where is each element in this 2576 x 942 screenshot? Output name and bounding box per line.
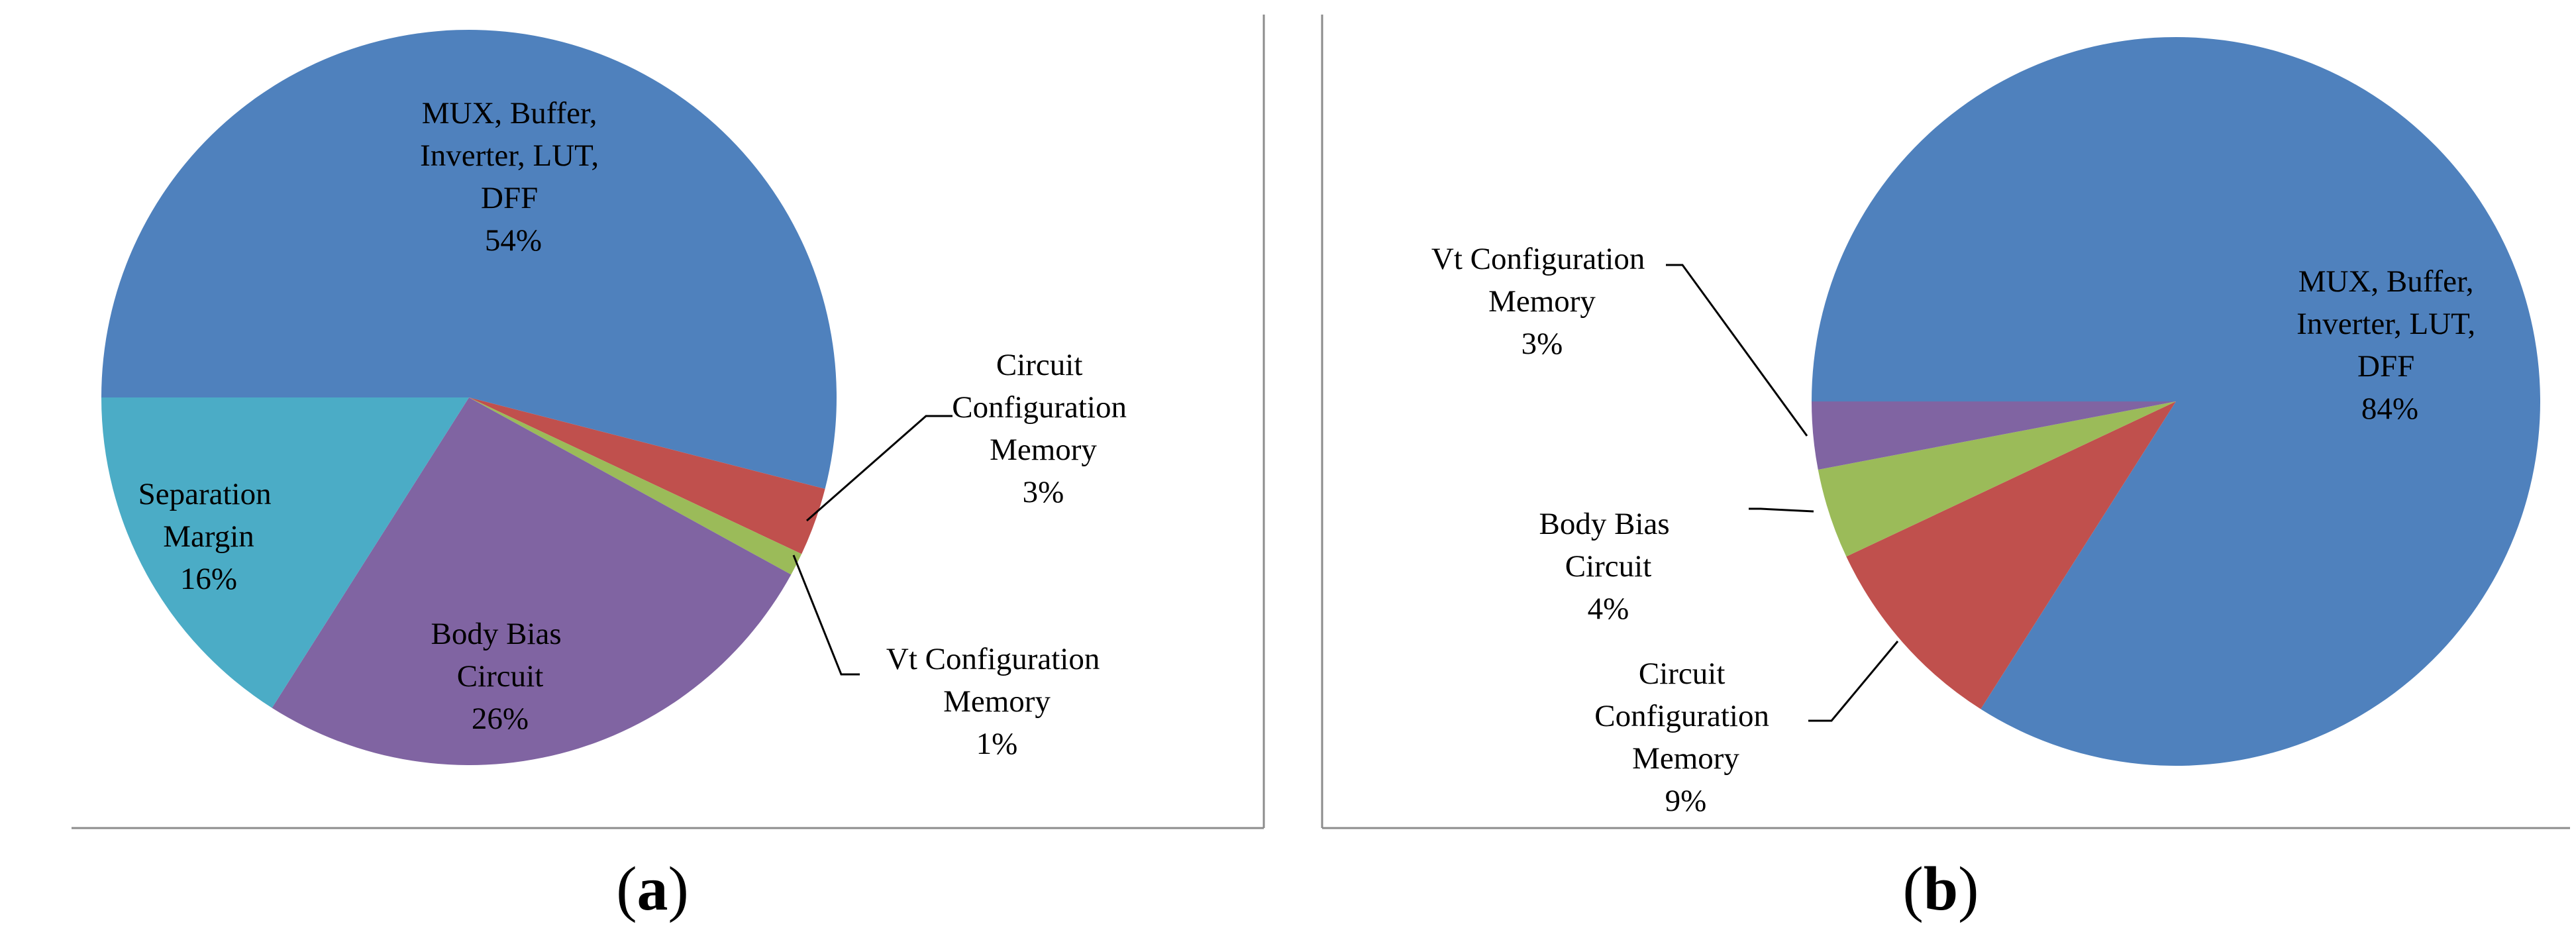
pie-b-slice-2 xyxy=(1818,401,2176,557)
leader-a-vt-config xyxy=(792,554,860,676)
panel-b-caption: (b) xyxy=(1903,855,1979,923)
leader-b-body-bias xyxy=(1749,507,1814,513)
panel-b-frame xyxy=(1321,15,2570,829)
pie-a-slice-4 xyxy=(101,397,469,708)
pie-b-slice-0 xyxy=(1812,37,2540,766)
leader-a-circuit-config xyxy=(806,415,953,522)
pie-a-slice-3 xyxy=(272,397,792,766)
pie-b-slice-1 xyxy=(1846,401,2176,709)
pie-b-label-mux: MUX, Buffer, Inverter, LUT, DFF 84% xyxy=(2296,264,2483,426)
leader-b-circuit-config xyxy=(1808,641,1899,722)
pie-a-slice-2 xyxy=(469,397,802,575)
pie-a-slice-1 xyxy=(469,397,825,554)
leader-b-vt-config xyxy=(1666,264,1808,437)
pie-a-label-mux: MUX, Buffer, Inverter, LUT, DFF 54% xyxy=(420,96,607,258)
pie-chart-a xyxy=(101,30,837,766)
leader-lines xyxy=(792,264,1899,722)
pie-a-slice-0 xyxy=(101,30,837,490)
pie-chart-b xyxy=(1812,37,2540,766)
pie-b-slice-3 xyxy=(1812,401,2176,470)
panel-a-frame xyxy=(72,15,1265,829)
panel-a-caption: (a) xyxy=(616,855,689,923)
